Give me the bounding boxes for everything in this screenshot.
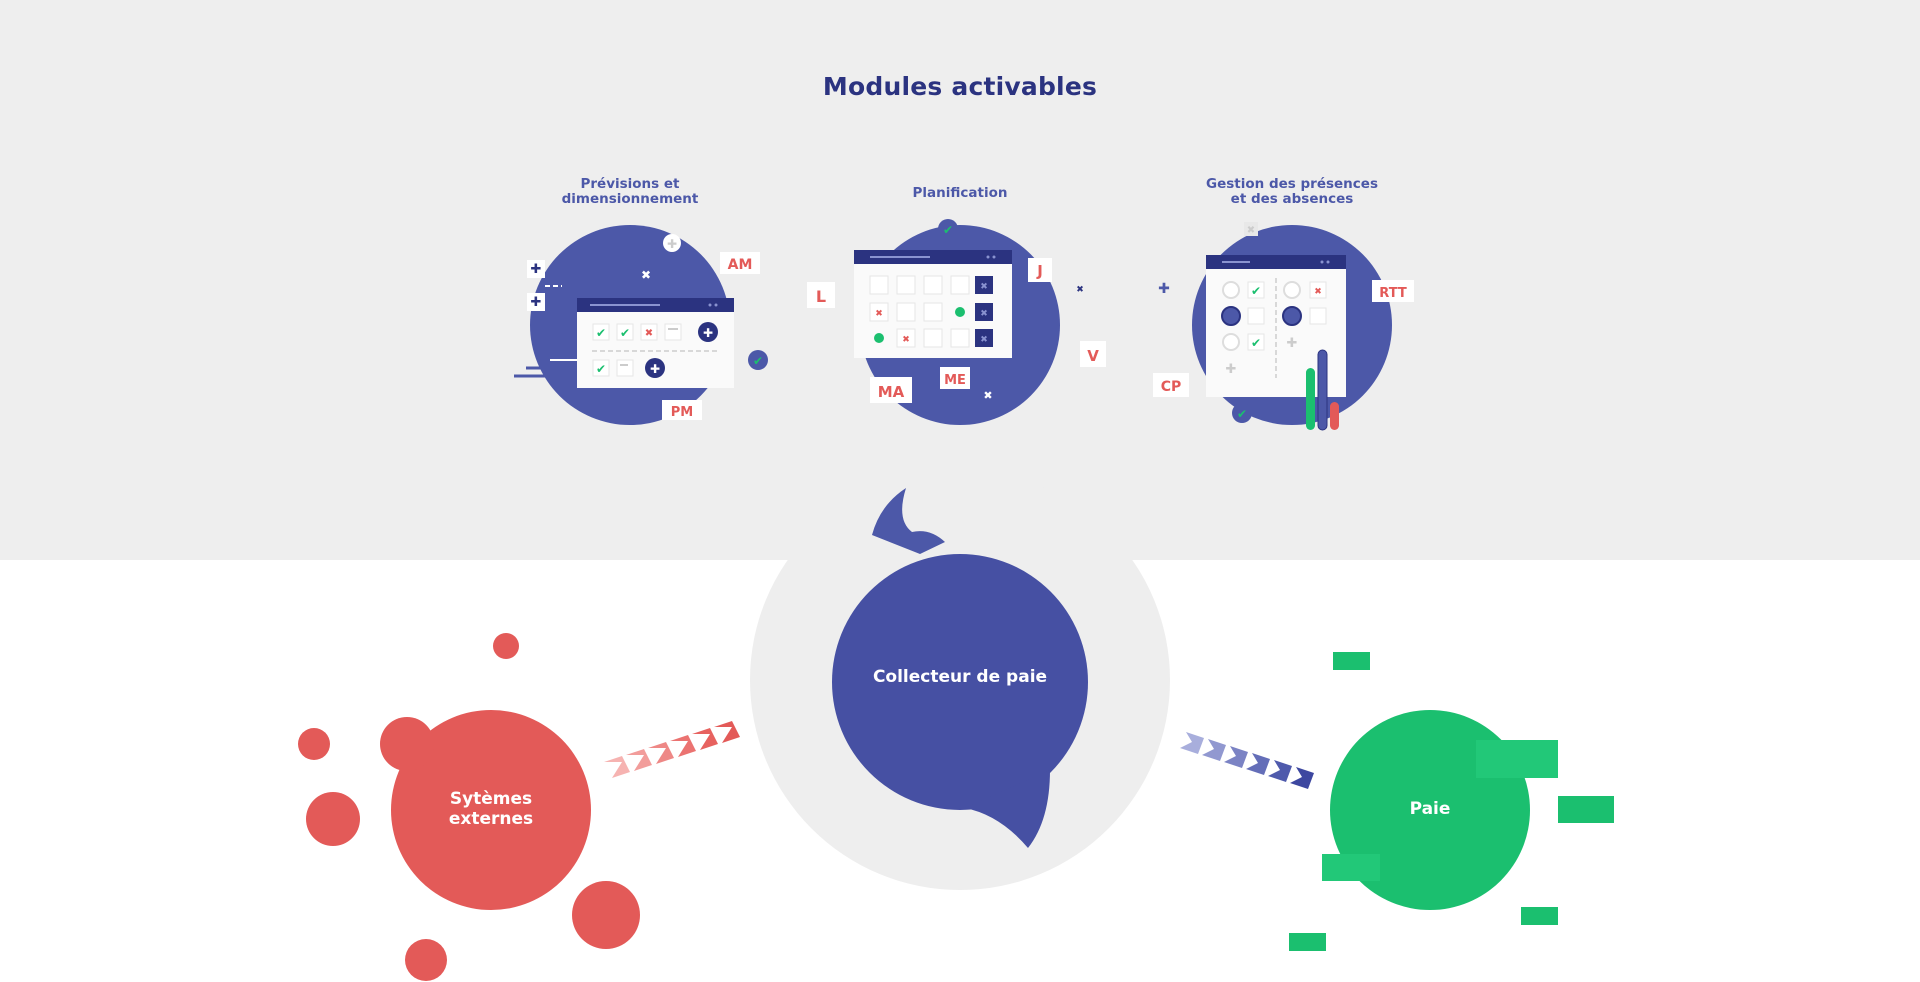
module-forecast-label: Prévisions et dimensionnement	[500, 177, 760, 207]
collector-node	[832, 488, 1088, 848]
tag-j: J	[1036, 262, 1043, 280]
tag-am: AM	[728, 257, 753, 273]
svg-text:✖: ✖	[980, 309, 988, 319]
svg-text:✖: ✖	[980, 282, 988, 292]
page-title: Modules activables	[822, 72, 1098, 101]
svg-text:✔: ✔	[620, 326, 630, 340]
svg-text:✚: ✚	[1158, 281, 1170, 297]
tag-rtt: RTT	[1379, 286, 1407, 301]
svg-text:✖: ✖	[875, 309, 883, 319]
module-forecast-label-line1: Prévisions et	[580, 176, 680, 192]
svg-text:✖: ✖	[1247, 225, 1255, 236]
flow-diagram	[298, 470, 1614, 981]
tag-pm: PM	[671, 405, 693, 420]
module-forecast-label-line2: dimensionnement	[561, 191, 699, 207]
tag-v: V	[1087, 347, 1099, 365]
module-attendance-label: Gestion des présences et des absences	[1162, 177, 1422, 207]
svg-text:✚: ✚	[1226, 362, 1237, 377]
svg-text:✖: ✖	[980, 335, 988, 345]
svg-text:✚: ✚	[531, 262, 542, 277]
module-attendance-illustration: ✖ ✚ ✔ ✖ ✔ ✚ ✚ ✔ RTT CP	[1153, 222, 1414, 431]
tag-l: L	[816, 287, 826, 306]
svg-text:✖: ✖	[641, 268, 651, 282]
module-attendance-label-line1: Gestion des présences	[1206, 176, 1378, 192]
svg-text:✔: ✔	[1251, 336, 1261, 350]
collector-label: Collecteur de paie	[872, 667, 1048, 687]
svg-text:✖: ✖	[983, 389, 992, 402]
svg-text:✔: ✔	[596, 362, 606, 376]
arrows-to-collector	[604, 721, 740, 778]
module-planning-label: Planification	[830, 186, 1090, 201]
svg-text:✚: ✚	[667, 237, 677, 251]
svg-text:✔: ✔	[753, 354, 763, 368]
svg-text:✖: ✖	[1076, 285, 1084, 295]
module-planning-label-line1: Planification	[912, 185, 1008, 201]
external-systems-label: Sytèmes externes	[391, 789, 591, 829]
svg-text:✔: ✔	[1251, 284, 1261, 298]
module-planning-illustration: ✔ ✖ ✖ ✖ ✖ ✖ L J ✖ V MA ME ✖	[807, 219, 1106, 425]
payroll-label: Paie	[1409, 799, 1451, 819]
external-systems-label-line2: externes	[448, 809, 534, 829]
external-systems-label-line1: Sytèmes	[449, 789, 533, 809]
payroll-node	[1289, 652, 1614, 951]
arrows-to-payroll	[1180, 732, 1314, 789]
svg-text:✔: ✔	[943, 223, 953, 237]
module-forecast-illustration: ✚ ✚ ✖ ✚ ✔ ✔ ✖ ✚ ✔ ✚ ✔ AM PM	[514, 225, 768, 425]
external-systems-node	[298, 633, 640, 981]
svg-text:✖: ✖	[645, 328, 653, 339]
svg-text:✔: ✔	[596, 326, 606, 340]
svg-text:✚: ✚	[650, 362, 660, 376]
svg-text:✖: ✖	[1314, 287, 1322, 297]
svg-text:✚: ✚	[531, 295, 542, 310]
tag-me: ME	[944, 373, 966, 388]
module-attendance-label-line2: et des absences	[1230, 191, 1354, 207]
svg-text:✚: ✚	[1287, 336, 1298, 351]
tag-cp: CP	[1161, 379, 1182, 395]
tag-ma: MA	[878, 383, 905, 401]
svg-text:✚: ✚	[703, 326, 713, 340]
svg-text:✔: ✔	[1237, 407, 1247, 421]
svg-text:✖: ✖	[902, 335, 910, 345]
